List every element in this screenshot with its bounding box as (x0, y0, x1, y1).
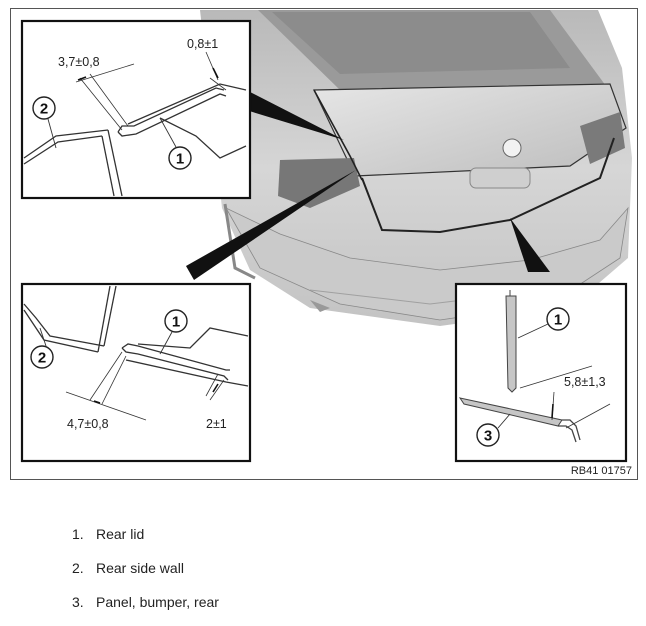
inset-top-left: 2 1 3,7±0,8 0,8±1 (20, 19, 252, 200)
callout-2: 2 (40, 101, 48, 118)
legend-label: Rear lid (96, 526, 145, 542)
rear-lid-gap-diagram: 2 1 3,7±0,8 0,8±1 1 2 4,7± (10, 8, 638, 480)
callout-3: 3 (484, 428, 492, 445)
legend-number: 1. (72, 526, 84, 542)
pointer-wedge-top (246, 92, 344, 140)
legend-label: Panel, bumper, rear (96, 594, 219, 610)
legend-item: 3. Panel, bumper, rear (72, 592, 219, 626)
legend-item: 1. Rear lid (72, 524, 219, 558)
legend-label: Rear side wall (96, 560, 184, 576)
inset-right: 1 3 5,8±1,3 (454, 282, 628, 463)
figure-code: RB41 01757 (571, 465, 632, 477)
inset-bottom-left: 1 2 4,7±0,8 2±1 (20, 282, 252, 463)
parts-legend: 1. Rear lid 2. Rear side wall 3. Panel, bum… (72, 524, 219, 626)
pointer-wedge-right (510, 218, 550, 272)
pointer-wedge-bottom (186, 170, 356, 280)
callout-1: 1 (172, 314, 180, 331)
dimension-label: 2±1 (206, 417, 227, 431)
dimension-label: 0,8±1 (187, 37, 218, 51)
legend-number: 2. (72, 560, 84, 576)
legend-item: 2. Rear side wall (72, 558, 219, 592)
callout-1: 1 (554, 312, 562, 329)
dimension-label: 5,8±1,3 (564, 375, 606, 389)
car-rear-illustration (200, 10, 632, 326)
callout-2: 2 (38, 350, 46, 367)
callout-1: 1 (176, 151, 184, 168)
dimension-label: 4,7±0,8 (67, 417, 109, 431)
dimension-label: 3,7±0,8 (58, 55, 100, 69)
legend-number: 3. (72, 594, 84, 610)
